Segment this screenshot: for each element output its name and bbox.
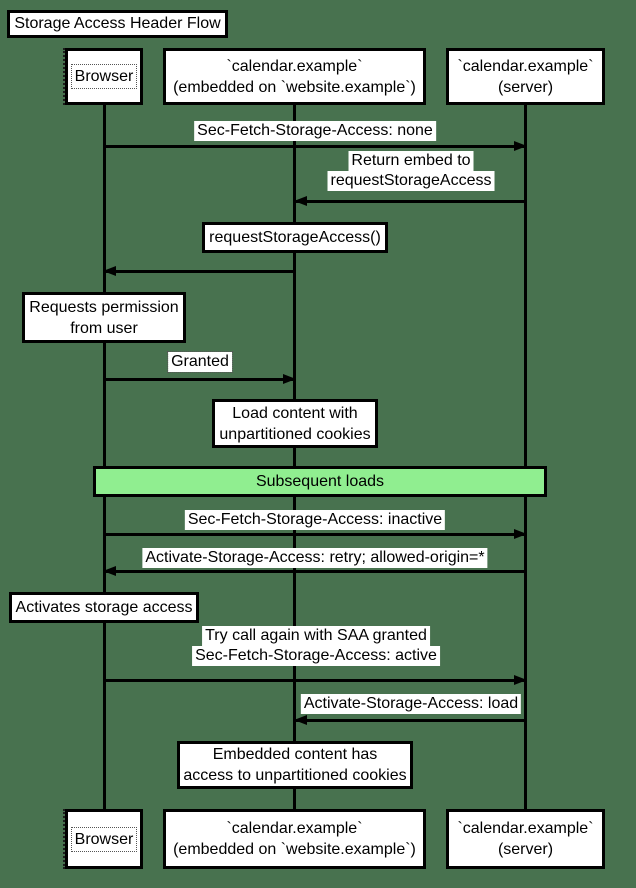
message-label-6: Try call again with SAA granted Sec-Fetc… [192, 626, 440, 666]
participant-label: `calendar.example` [226, 820, 363, 837]
note-request-storage-access: requestStorageAccess() [202, 222, 388, 253]
participant-server-top: `calendar.example` (server) [446, 48, 605, 105]
note-text: Activates storage access [15, 599, 193, 616]
lifeline-server [524, 105, 527, 809]
note-text: requestStorageAccess() [209, 229, 381, 246]
arrowhead-left-icon [294, 196, 307, 206]
participant-embed-bottom: `calendar.example` (embedded on `website… [163, 809, 426, 869]
message-text: Return embed to [348, 151, 474, 171]
participant-label: Browser [70, 826, 138, 852]
message-label-line: Activate-Storage-Access: load [300, 694, 522, 714]
message-label-line: Granted [167, 351, 233, 373]
message-label-line: Sec-Fetch-Storage-Access: none [194, 121, 436, 141]
arrowhead-left-icon [103, 266, 116, 276]
message-text: Activate-Storage-Access: load [300, 694, 522, 714]
note-text: from user [70, 319, 138, 337]
arrowhead-right-icon [514, 675, 527, 685]
message-arrow-2 [103, 266, 295, 276]
message-arrow-6 [104, 675, 527, 685]
diagram-title: Storage Access Header Flow [7, 10, 228, 38]
participant-label: Browser [70, 64, 138, 89]
message-label-7: Activate-Storage-Access: load [300, 694, 522, 714]
lifeline-embed [293, 105, 296, 809]
diagram-title-text: Storage Access Header Flow [14, 15, 221, 32]
message-label-1: Return embed to requestStorageAccess [327, 151, 495, 191]
note-text: unpartitioned cookies [219, 425, 371, 443]
message-text: Try call again with SAA granted [202, 626, 430, 646]
note-load-content: Load content with unpartitioned cookies [212, 399, 378, 448]
note-requests-permission: Requests permission from user [22, 292, 186, 343]
lifeline-browser [103, 105, 106, 809]
participant-label: `calendar.example` [457, 57, 594, 75]
arrowhead-left-icon [103, 566, 116, 576]
arrowhead-left-icon [294, 715, 307, 725]
message-text: Sec-Fetch-Storage-Access: inactive [184, 510, 446, 530]
message-arrow-1 [294, 196, 526, 206]
message-text: Granted [167, 351, 233, 373]
message-text: requestStorageAccess [327, 171, 495, 191]
marquee-artifact [63, 809, 65, 869]
message-arrow-0 [104, 141, 527, 151]
arrowhead-right-icon [283, 374, 296, 384]
message-arrow-4 [104, 529, 527, 539]
message-arrow-5 [103, 566, 526, 576]
message-arrow-3 [104, 374, 296, 384]
divider-label: Subsequent loads [255, 472, 385, 490]
arrowhead-right-icon [514, 529, 527, 539]
message-label-4: Sec-Fetch-Storage-Access: inactive [184, 510, 446, 530]
message-label-0: Sec-Fetch-Storage-Access: none [194, 121, 436, 141]
message-label-line: Return embed to [328, 151, 495, 171]
message-text: Sec-Fetch-Storage-Access: active [192, 646, 440, 666]
note-activates-storage-access: Activates storage access [9, 592, 199, 623]
message-label-line: requestStorageAccess [327, 171, 495, 191]
divider-subsequent-loads: Subsequent loads [93, 466, 547, 497]
participant-label: `calendar.example` [457, 820, 594, 837]
participant-browser-top: Browser [63, 48, 143, 105]
participant-server-bottom: `calendar.example` (server) [446, 809, 605, 869]
note-text: access to unpartitioned cookies [183, 767, 407, 784]
message-arrow-7 [294, 715, 526, 725]
participant-label: (server) [497, 841, 554, 858]
participant-label: (server) [497, 78, 554, 96]
message-label-line: Activate-Storage-Access: retry; allowed-… [142, 548, 488, 568]
message-label-3: Granted [167, 351, 233, 373]
participant-label: `calendar.example` [226, 57, 363, 75]
marquee-artifact [63, 48, 65, 105]
participant-embed-top: `calendar.example` (embedded on `website… [163, 48, 426, 105]
note-text: Embedded content has [212, 746, 378, 763]
message-text: Sec-Fetch-Storage-Access: none [194, 121, 436, 141]
note-embedded-content: Embedded content has access to unpartiti… [177, 741, 413, 789]
participant-browser-bottom: Browser [63, 809, 143, 869]
arrowhead-right-icon [514, 141, 527, 151]
note-text: Requests permission [29, 298, 179, 316]
message-label-line: Sec-Fetch-Storage-Access: active [192, 646, 440, 666]
message-label-line: Try call again with SAA granted [192, 626, 440, 646]
message-text: Activate-Storage-Access: retry; allowed-… [142, 548, 488, 568]
message-label-line: Sec-Fetch-Storage-Access: inactive [184, 510, 446, 530]
message-label-5: Activate-Storage-Access: retry; allowed-… [142, 548, 488, 568]
participant-label: (embedded on `website.example`) [173, 841, 416, 858]
participant-label: (embedded on `website.example`) [173, 78, 416, 96]
note-text: Load content with [232, 404, 358, 422]
